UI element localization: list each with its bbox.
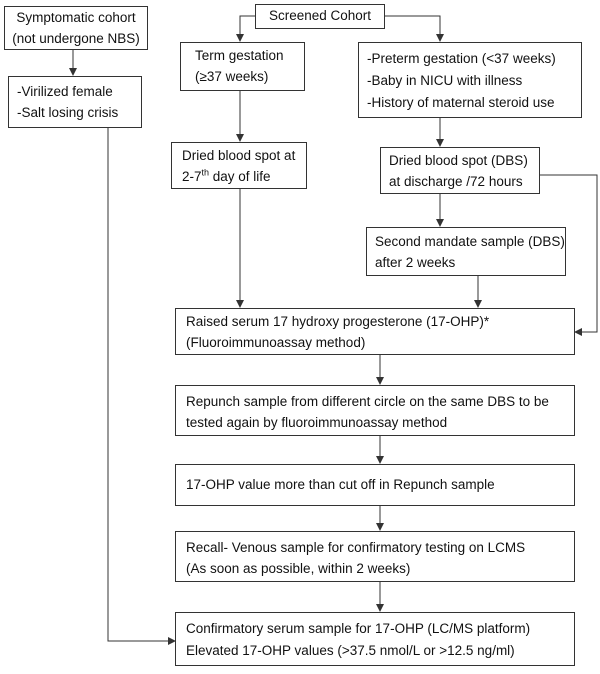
symptom-salt-losing: -Salt losing crisis <box>17 105 119 120</box>
preterm-dbs-box: Dried blood spot (DBS) at discharge /72 … <box>380 147 540 194</box>
recall-box: Recall- Venous sample for confirmatory t… <box>175 531 575 582</box>
symptom-virilized: -Virilized female <box>17 84 113 99</box>
preterm-criterion-2: -Baby in NICU with illness <box>367 73 523 88</box>
term-gestation-line-1: Term gestation <box>195 48 284 63</box>
second-sample-box: Second mandate sample (DBS) after 2 week… <box>366 227 566 276</box>
symptomatic-cohort-box: Symptomatic cohort (not undergone NBS) <box>4 6 148 50</box>
arrow-screened-to-preterm <box>385 15 444 42</box>
recall-line-1: Recall- Venous sample for confirmatory t… <box>186 540 526 555</box>
preterm-criteria-box: -Preterm gestation (<37 weeks) -Baby in … <box>358 42 582 118</box>
raised-17ohp-line-1: Raised serum 17 hydroxy progesterone (17… <box>186 314 490 329</box>
repunch-line-2: tested again by fluoroimmunoassay method <box>186 415 448 430</box>
second-sample-line-2: after 2 weeks <box>375 255 456 270</box>
preterm-criterion-1: -Preterm gestation (<37 weeks) <box>367 51 556 66</box>
screened-cohort-box: Screened Cohort <box>255 4 385 29</box>
term-dbs-box: Dried blood spot at 2-7th day of life <box>171 142 307 189</box>
confirmatory-line-1: Confirmatory serum sample for 17-OHP (LC… <box>186 621 531 636</box>
symptoms-box: -Virilized female -Salt losing crisis <box>8 76 142 128</box>
cutoff-box: 17-OHP value more than cut off in Repunc… <box>175 464 575 506</box>
term-dbs-line-1: Dried blood spot at <box>182 148 296 163</box>
term-dbs-ordinal: th <box>201 167 210 178</box>
term-gestation-box: Term gestation (≥37 weeks) <box>180 42 305 91</box>
term-dbs-day-range: 2-7 <box>182 169 202 184</box>
preterm-dbs-line-2: at discharge /72 hours <box>389 174 523 189</box>
second-sample-line-1: Second mandate sample (DBS) <box>375 234 565 249</box>
preterm-dbs-line-1: Dried blood spot (DBS) <box>389 153 528 168</box>
symptomatic-line-2: (not undergone NBS) <box>12 31 140 46</box>
symptomatic-line-1: Symptomatic cohort <box>16 10 136 25</box>
screened-cohort-label: Screened Cohort <box>268 8 372 23</box>
arrow-screened-to-term <box>236 15 255 42</box>
arrow-symptoms-to-confirmatory <box>107 128 176 645</box>
cutoff-label: 17-OHP value more than cut off in Repunc… <box>186 477 495 492</box>
confirmatory-box: Confirmatory serum sample for 17-OHP (LC… <box>175 612 575 666</box>
repunch-box: Repunch sample from different circle on … <box>175 385 575 436</box>
confirmatory-line-2: Elevated 17-OHP values (>37.5 nmol/L or … <box>186 643 515 658</box>
raised-17ohp-line-2: (Fluoroimmunoassay method) <box>186 335 366 350</box>
recall-line-2: (As soon as possible, within 2 weeks) <box>186 561 411 576</box>
term-gestation-line-2: (≥37 weeks) <box>195 69 269 84</box>
arrow-dbs-bypass <box>540 174 598 336</box>
preterm-criterion-3: -History of maternal steroid use <box>367 95 555 110</box>
raised-17ohp-box: Raised serum 17 hydroxy progesterone (17… <box>175 308 575 355</box>
term-dbs-day-suffix: day of life <box>209 169 271 184</box>
term-dbs-line-2: 2-7th day of life <box>182 166 306 187</box>
repunch-line-1: Repunch sample from different circle on … <box>186 394 549 409</box>
